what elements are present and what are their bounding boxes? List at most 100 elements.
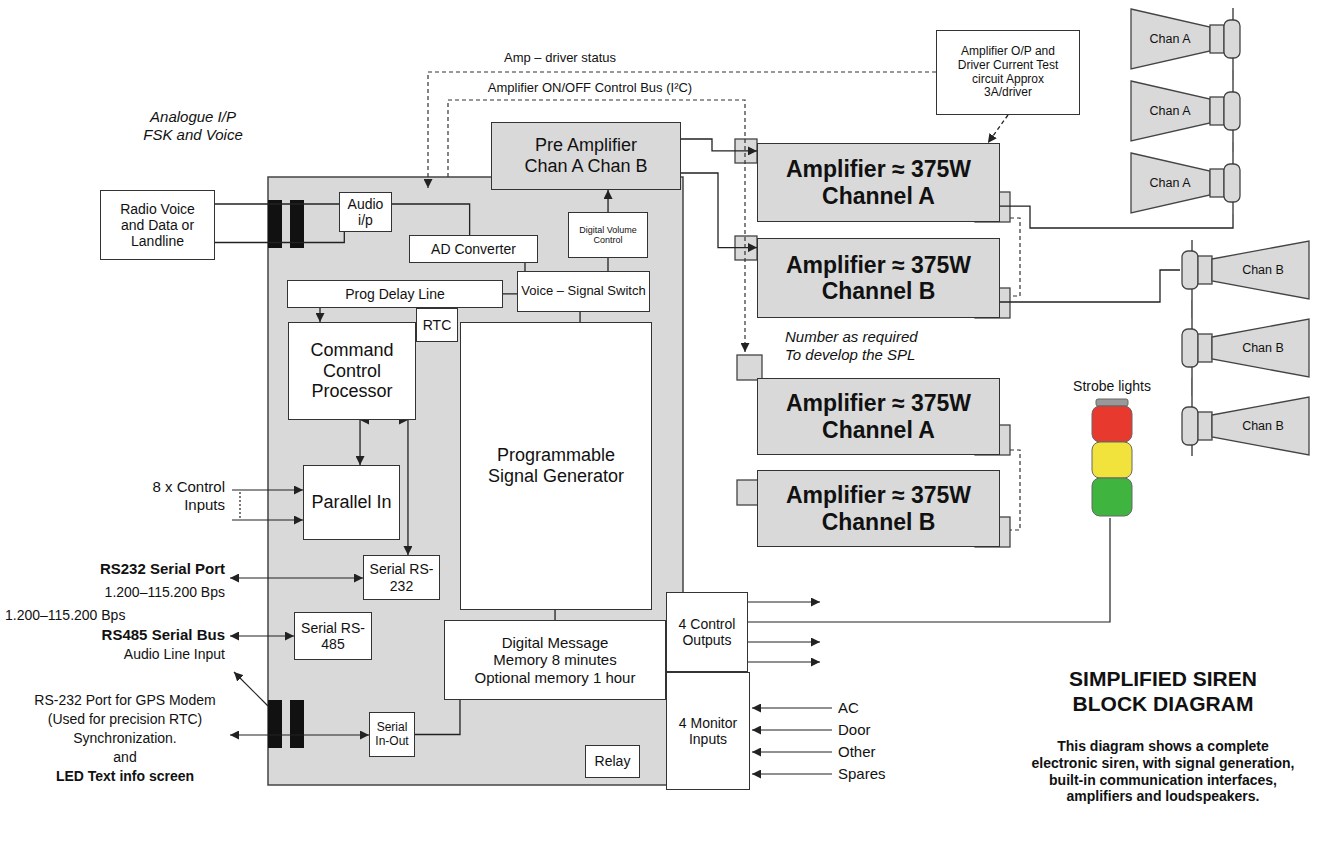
node-text-group: Amplifier ≈ 375WChannel A xyxy=(762,390,995,443)
connector xyxy=(681,139,757,151)
relay-box: Relay xyxy=(585,745,640,778)
connector xyxy=(1232,142,1233,152)
connector xyxy=(579,312,580,322)
monitor-label: Spares xyxy=(838,765,918,783)
node-text: Serial In-Out xyxy=(372,721,412,749)
node-text: AD Converter xyxy=(431,241,516,257)
memory-box: Digital MessageMemory 8 minutesOptional … xyxy=(444,620,666,700)
node-text-group: Chan A xyxy=(1130,80,1210,142)
loudspeaker: Chan A xyxy=(1130,8,1245,70)
bus-label: Amplifier ON/OFF Control Bus (I²C) xyxy=(460,80,720,96)
loudspeaker: Chan B xyxy=(1180,240,1310,300)
node-text: Command Control Processor xyxy=(295,340,409,402)
loudspeaker: Chan B xyxy=(1180,318,1310,378)
node-text-group: Serial RS-485 xyxy=(298,620,368,652)
node-text-group: RTC xyxy=(419,317,455,333)
amplifier-box: Amplifier ≈ 375WChannel A xyxy=(757,143,1000,222)
parallel-box: Parallel In xyxy=(303,465,400,540)
connector xyxy=(319,308,320,322)
node-text: Optional memory 1 hour xyxy=(475,669,636,686)
connector xyxy=(415,700,460,735)
output-box: 4 Control Outputs xyxy=(666,592,748,672)
node-text-group: Audio i/p xyxy=(342,196,389,228)
test-circuit-box: Amplifier O/P and Driver Current Test ci… xyxy=(936,30,1080,115)
node-text-group: Amplifier ≈ 375WChannel B xyxy=(762,482,995,535)
node-text-group: Chan B xyxy=(1218,396,1308,456)
node-text: Serial RS-232 xyxy=(367,561,436,593)
housing-panel xyxy=(268,177,683,785)
node-text-group: Chan A xyxy=(1130,8,1210,70)
monitor-box: 4 Monitor Inputs xyxy=(666,672,750,790)
node-text: Channel B xyxy=(822,509,936,535)
monitor-label: Other xyxy=(838,743,918,761)
node-text: Amplifier ≈ 375W xyxy=(786,390,971,416)
node-text-group: Voice – Signal Switch xyxy=(521,284,646,299)
amplifier-box: Amplifier ≈ 375WChannel A xyxy=(757,378,1000,455)
volume-box: Digital Volume Control xyxy=(568,212,648,258)
node-text: Amplifier ≈ 375W xyxy=(786,156,971,182)
amplifier-box: Amplifier ≈ 375WChannel B xyxy=(757,238,1000,318)
node-text-group: Relay xyxy=(588,753,637,769)
monitor-label: AC xyxy=(838,699,918,717)
node-text: Channel A xyxy=(822,417,935,443)
node-text: Programmable Signal Generator xyxy=(481,445,631,486)
node-text: Serial RS-485 xyxy=(298,620,368,652)
node-text-group: AD Converter xyxy=(412,241,535,257)
rtc-box: RTC xyxy=(416,308,458,342)
connector xyxy=(359,420,360,465)
node-text-group: Parallel In xyxy=(308,492,395,513)
node-text-group: Amplifier ≈ 375WChannel B xyxy=(762,252,995,305)
switch-box: Voice – Signal Switch xyxy=(517,271,650,312)
delay-box: Prog Delay Line xyxy=(287,280,503,308)
loudspeaker: Chan A xyxy=(1130,152,1245,214)
dashed-links xyxy=(428,72,1020,530)
strobe-label: Strobe lights xyxy=(1052,378,1172,395)
node-text-group: Digital MessageMemory 8 minutesOptional … xyxy=(448,634,662,686)
port-label: Audio Line Input xyxy=(25,646,225,663)
node-text: RTC xyxy=(423,317,452,333)
node-text: Pre Amplifier xyxy=(535,135,637,156)
node-text: Channel A xyxy=(822,183,935,209)
processor-box: Command Control Processor xyxy=(288,322,416,420)
strobe-light xyxy=(1092,399,1132,516)
connector xyxy=(1000,206,1233,228)
node-text: 4 Control Outputs xyxy=(670,616,744,648)
node-text-group: 4 Monitor Inputs xyxy=(670,715,746,747)
loudspeaker: Chan A xyxy=(1130,80,1245,142)
amplifier-box: Amplifier ≈ 375WChannel B xyxy=(757,470,1000,547)
node-text: Digital Message xyxy=(502,634,609,651)
port-label: Synchronization. xyxy=(23,730,228,747)
node-text: Audio i/p xyxy=(342,196,389,228)
node-text-group: Programmable Signal Generator xyxy=(481,445,631,486)
connector xyxy=(1191,300,1192,318)
connector xyxy=(392,204,470,235)
loudspeaker: Chan B xyxy=(1180,396,1310,456)
serial-box: Serial RS-485 xyxy=(294,612,372,660)
connector xyxy=(1000,270,1180,302)
port-label: RS232 Serial Port xyxy=(25,560,225,578)
node-text: Memory 8 minutes xyxy=(493,651,616,668)
input-label: 8 x Control Inputs xyxy=(135,478,225,514)
generator-box: Programmable Signal Generator xyxy=(460,322,652,610)
connector xyxy=(503,293,517,294)
audio-input-box: Audio i/p xyxy=(339,192,392,232)
baud-label: 1.200–115.200 Bps xyxy=(5,607,175,624)
port-label: (Used for precision RTC) xyxy=(23,711,228,728)
node-text: Chan B xyxy=(1242,341,1284,355)
connector xyxy=(607,190,608,212)
port-label: RS-232 Port for GPS Modem xyxy=(23,692,228,709)
connector xyxy=(407,420,408,555)
diagram-title: SIMPLIFIED SIREN BLOCK DIAGRAM xyxy=(1043,666,1283,716)
node-text: Chan A xyxy=(1149,104,1190,118)
note: Number as required To develop the SPL xyxy=(785,328,935,364)
connector xyxy=(988,115,1008,143)
node-text-group: Amplifier O/P and Driver Current Test ci… xyxy=(957,45,1059,100)
node-text: Chan A Chan B xyxy=(524,156,647,177)
connector xyxy=(215,232,344,243)
node-text: Chan B xyxy=(1242,419,1284,433)
node-text-group: 4 Control Outputs xyxy=(670,616,744,648)
node-text-group: Radio Voice and Data or Landline xyxy=(109,201,206,249)
connector xyxy=(1191,378,1192,396)
node-text: Digital Volume Control xyxy=(572,225,644,246)
node-text-group: Serial In-Out xyxy=(372,721,412,749)
